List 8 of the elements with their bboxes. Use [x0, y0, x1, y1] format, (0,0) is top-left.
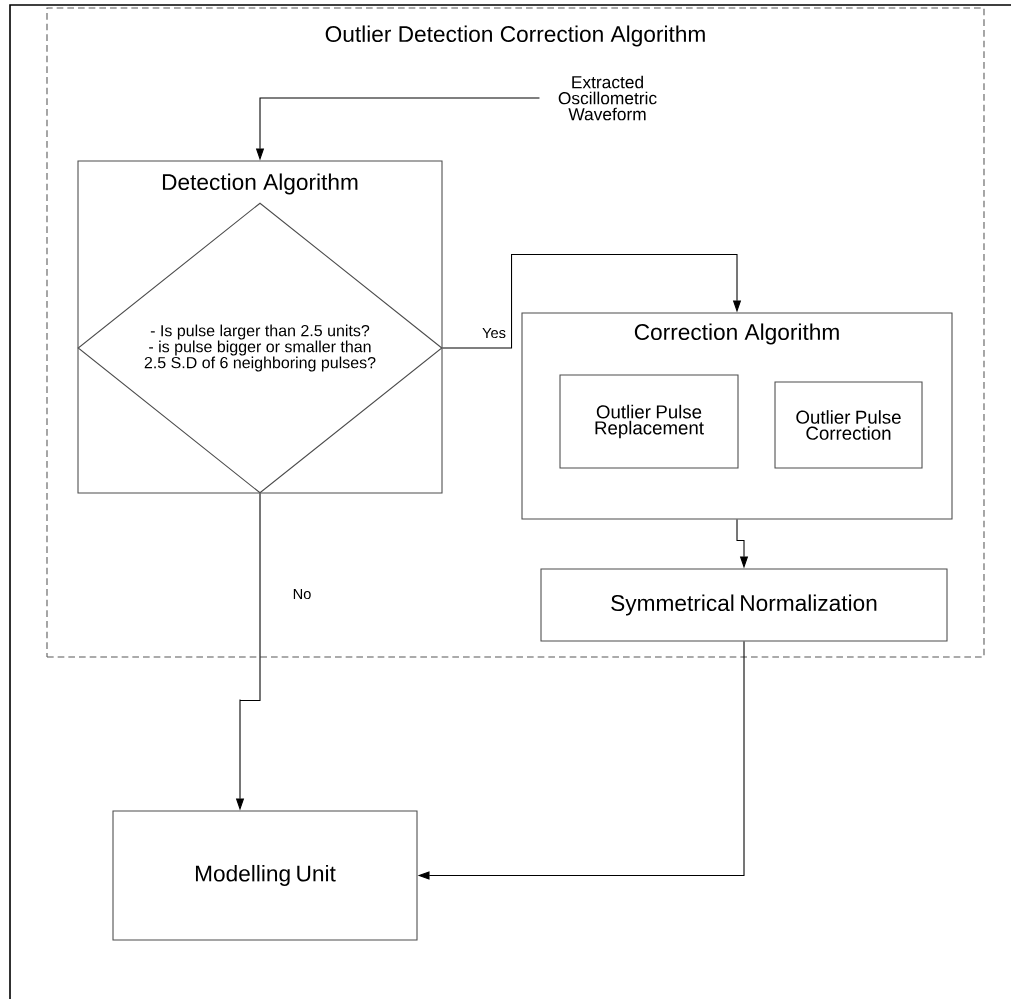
process-box: Symmetrical Normalization [540, 568, 948, 642]
arrow [442, 253, 742, 349]
edge-label: No [293, 588, 311, 600]
process-box: Modelling Unit [112, 810, 418, 941]
process-box: Outlier Pulse Correction [774, 381, 923, 469]
input-label: Extracted Oscillometric Waveform [558, 75, 657, 121]
edge-label: Yes [482, 327, 506, 339]
process-box: Outlier Pulse Replacement [559, 374, 739, 469]
